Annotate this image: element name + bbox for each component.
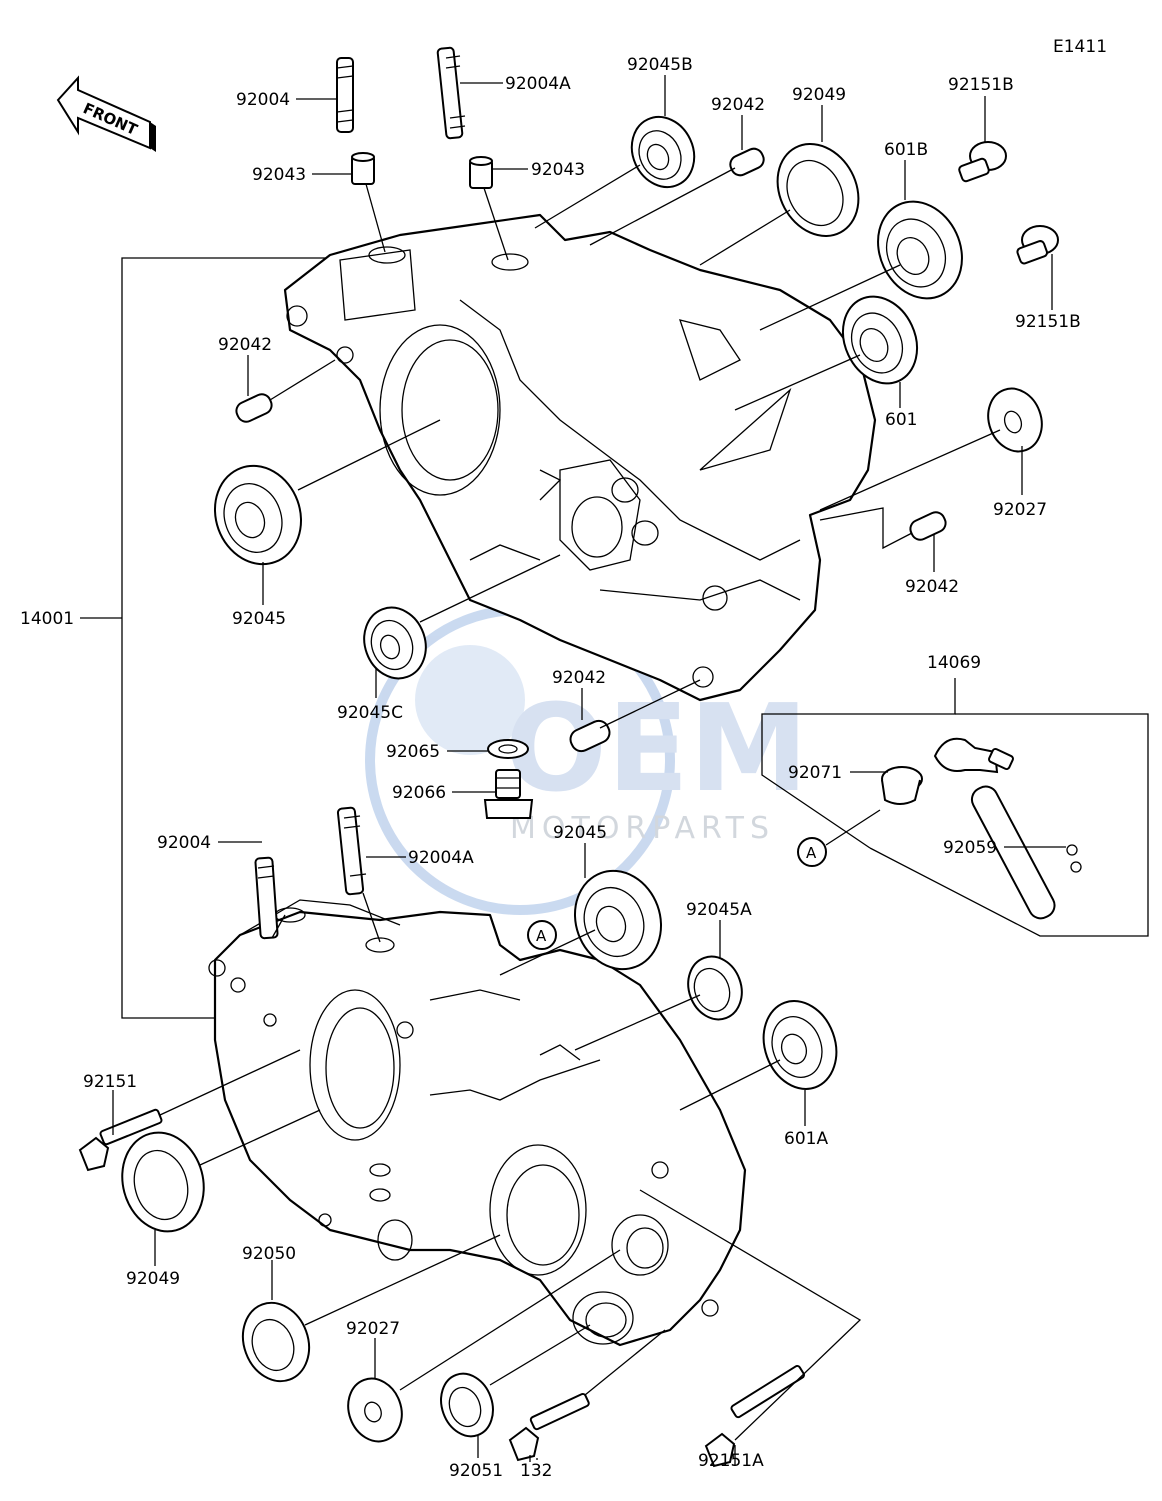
svg-text:A: A: [536, 927, 547, 945]
stud-92004-top: [336, 57, 354, 133]
bracket-14001: [80, 257, 330, 1019]
bearing-92045a: [687, 955, 743, 1021]
bolt-92151b-top: [958, 141, 1007, 183]
label-92151a: 92151A: [698, 1451, 764, 1471]
label-92059: 92059: [943, 838, 997, 858]
label-92004a-bottom: 92004A: [408, 848, 474, 868]
bearing-92045-left: [213, 464, 303, 566]
stud-92004a-bottom: [336, 806, 367, 896]
label-92043-left: 92043: [252, 165, 306, 185]
label-601: 601: [885, 410, 917, 430]
spacer-92027-right: [987, 387, 1043, 453]
stud-92004-bottom: [254, 856, 279, 940]
label-92151b-right: 92151B: [1015, 312, 1081, 332]
label-14001: 14001: [20, 609, 74, 629]
label-92042-right: 92042: [905, 577, 959, 597]
label-601b: 601B: [884, 140, 928, 160]
bolt-92151: [78, 1108, 163, 1172]
label-601a: 601A: [784, 1129, 828, 1149]
label-92004-bottom: 92004: [157, 833, 211, 853]
label-92042-top: 92042: [711, 95, 765, 115]
oil-seal-92049-bottom: [121, 1131, 205, 1233]
collar-92043-left: [351, 152, 375, 185]
label-92049-bottom: 92049: [126, 1269, 180, 1289]
label-92042-left: 92042: [218, 335, 272, 355]
dowel-92042-left: [235, 393, 273, 423]
dowel-92042-right: [909, 511, 947, 541]
label-92045a: 92045A: [686, 900, 752, 920]
collar-92043-right: [469, 156, 493, 189]
label-92004-top: 92004: [236, 90, 290, 110]
bearing-601b: [877, 200, 963, 300]
watermark-brand: OEM: [505, 680, 808, 819]
lower-crankcase-half: [208, 899, 747, 1347]
spacer-92027-bottom: [347, 1377, 403, 1443]
inset-box-14069: A: [761, 678, 1149, 937]
oil-seal-92051: [440, 1372, 494, 1438]
bearing-92045-middle: [573, 869, 663, 971]
hose-92059: [970, 785, 1082, 920]
label-14069: 14069: [927, 653, 981, 673]
plug-92071: [881, 766, 923, 805]
stud-92004a-top: [436, 46, 466, 140]
bolt-92151b-right: [1016, 225, 1059, 265]
svg-text:A: A: [806, 844, 817, 862]
label-92045-middle: 92045: [553, 823, 607, 843]
oil-seal-92050: [241, 1301, 311, 1383]
callout-a-lower: A: [527, 920, 557, 950]
washer-92065: [487, 739, 529, 759]
bolt-92151a: [704, 1365, 805, 1468]
label-92045b: 92045B: [627, 55, 693, 75]
oem-watermark: OEM MOTORPARTS: [365, 605, 808, 915]
label-92042-middle: 92042: [552, 668, 606, 688]
label-92071: 92071: [788, 763, 842, 783]
callout-a-inset: A: [797, 837, 827, 867]
label-92066: 92066: [392, 783, 446, 803]
upper-crankcase-half: [283, 213, 877, 702]
label-92043-right: 92043: [531, 160, 585, 180]
bearing-601a: [762, 1000, 838, 1090]
bearing-92045c: [363, 606, 427, 680]
label-92049-top: 92049: [792, 85, 846, 105]
part-labels: 92004 92004A 92045B 92042 92049 92151B 9…: [20, 55, 1081, 1481]
label-92151: 92151: [83, 1072, 137, 1092]
oil-seal-92049-top: [776, 143, 860, 237]
diagram-code: E1411: [1053, 37, 1107, 57]
elbow-fitting: [933, 737, 1014, 774]
label-132: 132: [520, 1461, 552, 1481]
label-92004a-top: 92004A: [505, 74, 571, 94]
label-92045-left: 92045: [232, 609, 286, 629]
dowel-92042-middle: [569, 719, 611, 753]
label-92065: 92065: [386, 742, 440, 762]
label-92027-bottom: 92027: [346, 1319, 400, 1339]
label-92151b-top: 92151B: [948, 75, 1014, 95]
front-arrow-icon: FRONT: [56, 75, 156, 152]
watermark-subtitle: MOTORPARTS: [510, 811, 775, 846]
bearing-92045b: [630, 115, 696, 189]
label-92051: 92051: [449, 1461, 503, 1481]
label-92027-right: 92027: [993, 500, 1047, 520]
dowel-92042-top: [729, 147, 765, 177]
bolt-132: [508, 1392, 590, 1462]
drain-plug-92066: [483, 769, 534, 819]
bearing-601: [842, 295, 918, 385]
label-92045c: 92045C: [337, 703, 403, 723]
label-92050: 92050: [242, 1244, 296, 1264]
